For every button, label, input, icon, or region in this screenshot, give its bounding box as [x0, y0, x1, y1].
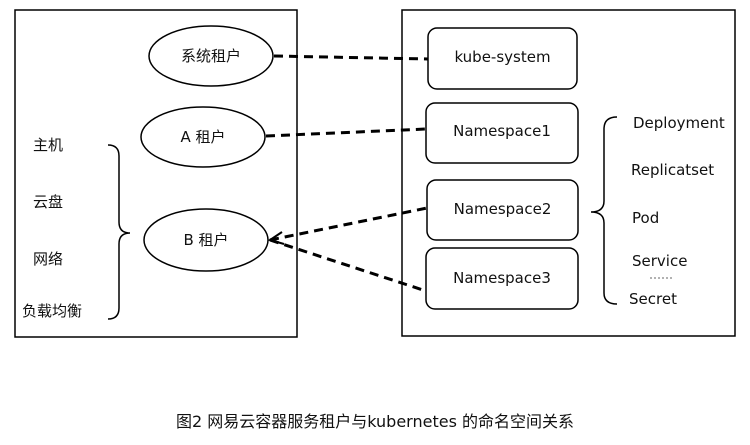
tenant-panel [14, 9, 298, 338]
connector-system-to-kube-system [273, 54, 429, 61]
resource-disk: 云盘 [33, 193, 64, 211]
namespace-box-1 [425, 102, 579, 164]
tenant-b-ellipse [143, 208, 269, 272]
arrowhead-b-upper [267, 231, 285, 245]
object-secret: Secret [629, 290, 677, 308]
resource-host: 主机 [33, 136, 64, 154]
resource-load-balancer: 负载均衡 [22, 302, 83, 320]
connector-b-to-namespace2 [269, 206, 428, 242]
system-tenant-ellipse [148, 25, 274, 87]
object-replicaset: Replicatset [631, 161, 715, 179]
object-service: Service [632, 252, 688, 270]
namespace-label-kube-system: kube-system [454, 48, 551, 66]
namespace-box-2 [426, 179, 579, 241]
connector-a-to-namespace1 [265, 127, 427, 138]
object-deployment: Deployment [633, 114, 725, 132]
namespace-label-1: Namespace1 [453, 122, 551, 140]
namespace-box-3 [425, 247, 579, 310]
objects-brace [590, 116, 618, 305]
tenant-b-label: B 租户 [183, 231, 229, 249]
tenant-a-ellipse [140, 106, 266, 168]
kubernetes-panel [401, 9, 736, 337]
system-tenant-label: 系统租户 [180, 47, 241, 65]
namespace-label-2: Namespace2 [453, 200, 552, 218]
namespace-label-3: Namespace3 [453, 269, 551, 287]
connector-b-to-namespace3 [269, 238, 427, 293]
figure-caption: 图2 网易云容器服务租户与kubernetes 的命名空间关系 [175, 412, 574, 431]
tenant-a-label: A 租户 [180, 128, 226, 146]
resources-brace [107, 144, 131, 320]
resource-network: 网络 [33, 250, 64, 268]
object-pod: Pod [632, 209, 660, 227]
